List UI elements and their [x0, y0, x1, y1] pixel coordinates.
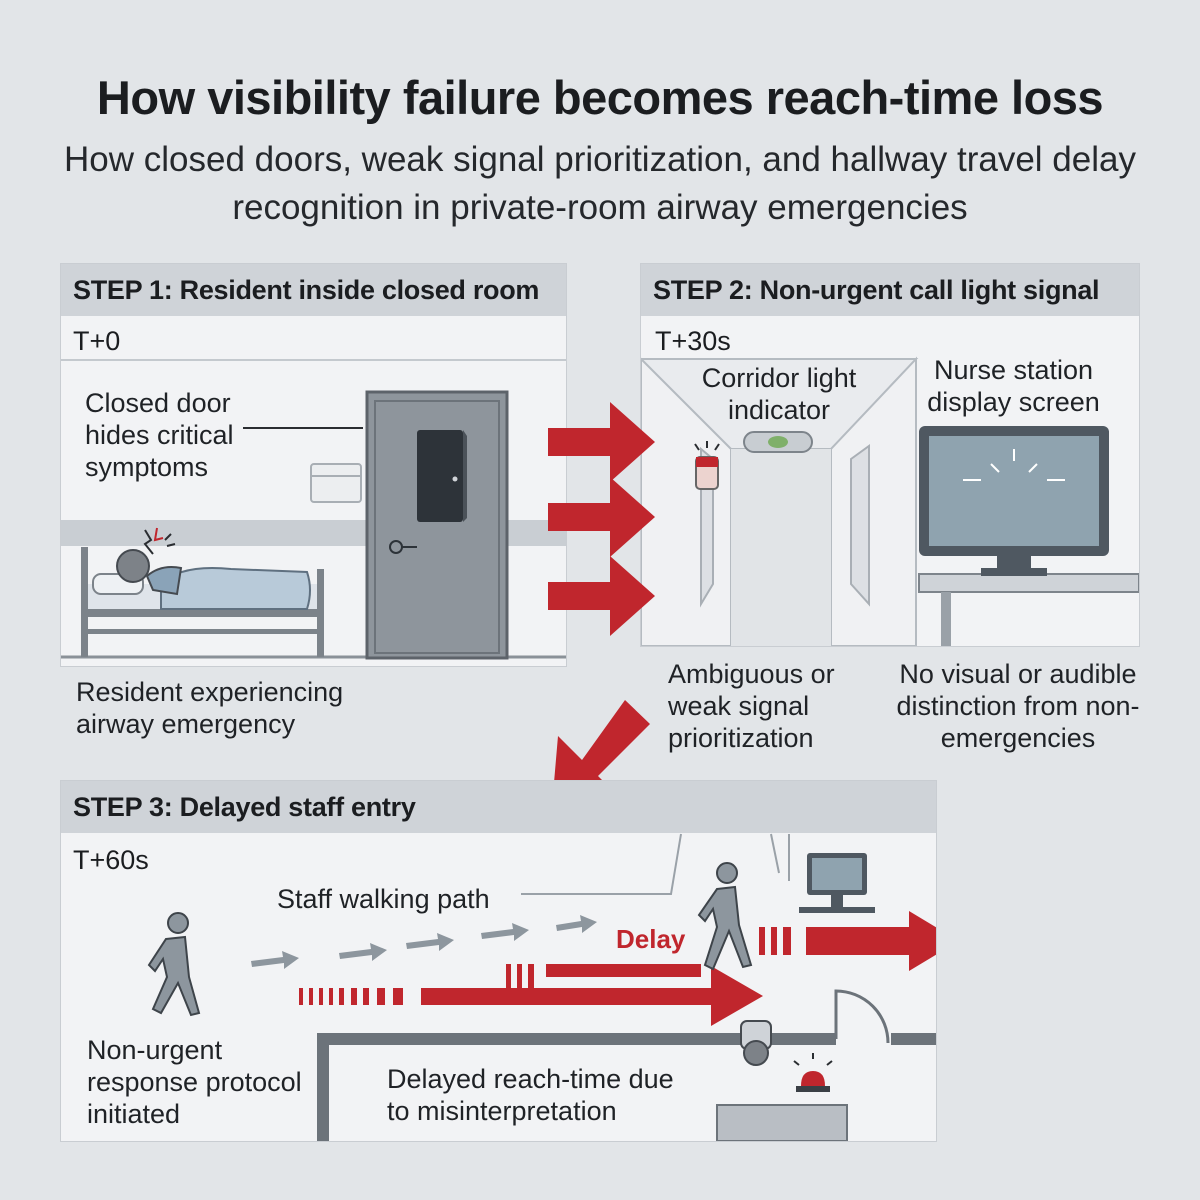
- monitor-icon: [919, 426, 1109, 576]
- path-label: Staff walking path: [277, 884, 490, 914]
- resident-caption: Resident experiencing airway emergency: [76, 677, 344, 739]
- step2-time: T+30s: [655, 326, 731, 356]
- distinction-caption: No visual or audible distinction from no…: [896, 659, 1140, 753]
- page-subtitle: How closed doors, weak signal prioritiza…: [64, 140, 1136, 227]
- protocol-caption: Non-urgent response protocol initiated: [87, 1035, 302, 1129]
- step1-time: T+0: [73, 326, 121, 356]
- walking-staff-icon: [697, 862, 753, 971]
- nurse-station-label: Nurse station display screen: [927, 355, 1100, 417]
- camera-icon: [740, 1020, 772, 1066]
- step3-panel: STEP 3: Delayed staff entry T+60s: [60, 780, 937, 1142]
- step2-panel: STEP 2: Non-urgent call light signal T+3…: [640, 263, 1140, 647]
- monitor-icon: [799, 853, 875, 913]
- resident-icon: [116, 527, 183, 596]
- walking-path-arrows: [251, 915, 597, 969]
- corridor-light-label: Corridor light indicator: [701, 363, 857, 425]
- step3-time: T+60s: [73, 845, 149, 875]
- walking-staff-icon: [147, 912, 201, 1017]
- corridor-illustration: [641, 356, 1139, 646]
- door-icon: [365, 390, 509, 660]
- door-callout: Closed door hides critical symptoms: [85, 388, 234, 482]
- corridor-light-icon: [743, 431, 813, 453]
- delay-label: Delay: [616, 924, 686, 954]
- signal-caption: Ambiguous or weak signal prioritization: [668, 659, 835, 753]
- step2-heading: STEP 2: Non-urgent call light signal: [641, 264, 1139, 316]
- delay-arrows: [299, 911, 936, 1026]
- step3-heading: STEP 3: Delayed staff entry: [61, 781, 936, 833]
- reach-caption: Delayed reach-time due to misinterpretat…: [387, 1064, 674, 1126]
- call-light-icon: [694, 441, 720, 490]
- alarm-light-icon: [793, 1053, 833, 1092]
- step1-heading: STEP 1: Resident inside closed room: [61, 264, 566, 316]
- hallway-illustration: [147, 833, 936, 1141]
- page-title: How visibility failure becomes reach-tim…: [96, 71, 1104, 124]
- room-illustration: [61, 359, 566, 660]
- step1-panel: STEP 1: Resident inside closed room T+0: [60, 263, 567, 667]
- bed-icon: [81, 547, 324, 657]
